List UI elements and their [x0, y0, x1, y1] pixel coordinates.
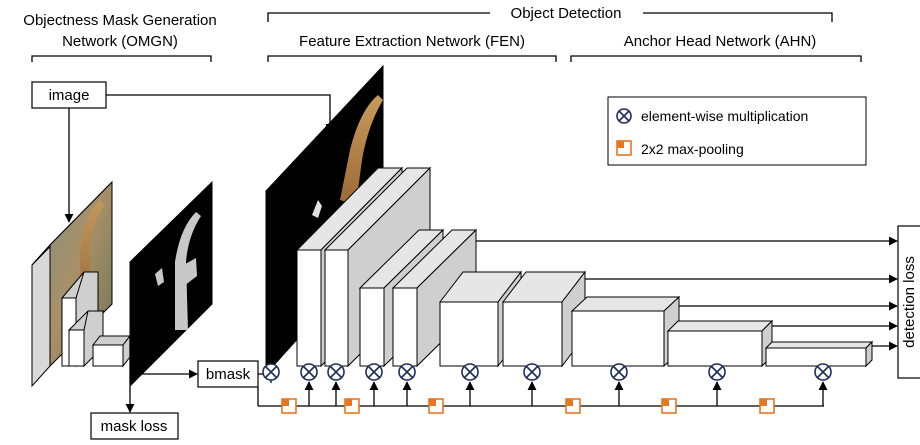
ahn-cube-3 [764, 340, 874, 368]
multiply-node-7 [610, 363, 628, 381]
multiply-node-1 [300, 363, 318, 381]
pool-legend-label: 2x2 max-pooling [641, 141, 744, 157]
pool-block-4 [565, 398, 581, 414]
fen-title: Feature Extraction Network (FEN) [299, 33, 525, 50]
multiply-legend-icon [616, 108, 632, 124]
detection-loss-box [897, 225, 920, 379]
pool-block-1 [281, 398, 297, 414]
mask-propagation-lines [257, 373, 824, 407]
ahn-cube-2 [666, 319, 774, 368]
multiply-node-3 [365, 363, 383, 381]
omgn-title-line1: Objectness Mask Generation [23, 12, 216, 29]
mask-loss-label: mask loss [101, 418, 168, 435]
multiply-node-6 [523, 363, 541, 381]
mask-loss-box [90, 412, 179, 440]
ahn-bracket [570, 55, 862, 62]
mask-to-multiplier-arrows [304, 381, 828, 406]
multiply-node-8 [708, 363, 726, 381]
multiply-node-5 [461, 363, 479, 381]
image-label: image [49, 87, 90, 104]
pool-block-2 [344, 398, 360, 414]
object-detection-title: Object Detection [511, 5, 622, 22]
omgn-title-line2: Network (OMGN) [62, 33, 178, 50]
detection-output-arrows [476, 236, 898, 351]
omgn-encoder-cube-3 [91, 334, 132, 368]
fen-bracket [267, 55, 557, 62]
omgn-bracket [31, 55, 212, 62]
detection-loss-label: detection loss [901, 256, 918, 348]
multiply-node-4 [398, 363, 416, 381]
bmask-label: bmask [206, 366, 251, 383]
multiply-node-0 [262, 363, 280, 381]
pool-legend-icon [616, 140, 632, 156]
bmask-box [197, 360, 259, 388]
ahn-title: Anchor Head Network (AHN) [624, 33, 817, 50]
pool-block-5 [661, 398, 677, 414]
image-to-detector-arrow [106, 94, 335, 133]
legend: element-wise multiplication 2x2 max-pool… [607, 96, 867, 166]
object-detection-bracket [267, 12, 833, 22]
omgn-encoder-cube-2 [67, 310, 105, 368]
pool-block-6 [759, 398, 775, 414]
multiply-node-9 [814, 363, 832, 381]
multiply-node-2 [327, 363, 345, 381]
pool-block-3 [428, 398, 444, 414]
ahn-cube-1 [570, 295, 681, 368]
omgn-mask-output [129, 180, 213, 388]
multiply-legend-label: element-wise multiplication [641, 108, 808, 124]
